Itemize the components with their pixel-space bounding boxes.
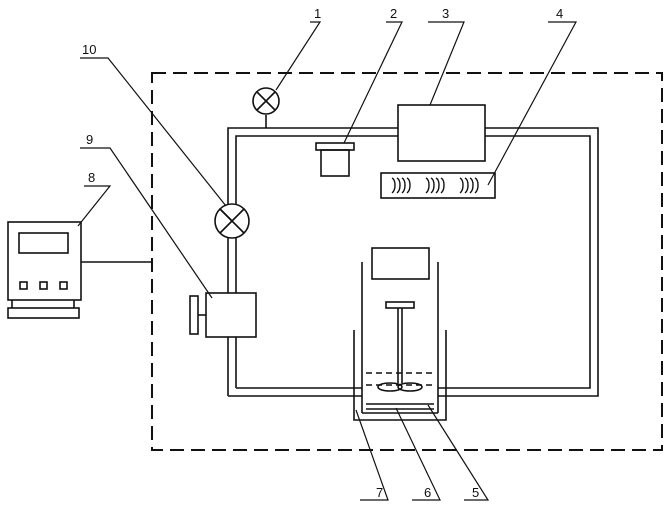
pump: [190, 293, 256, 337]
label-1: 1: [314, 6, 321, 21]
label-9: 9: [86, 132, 93, 147]
label-4: 4: [556, 6, 563, 21]
heater-coil: [460, 178, 478, 193]
heater-coils: [381, 173, 495, 198]
heater-coil: [392, 178, 410, 193]
label-3: 3: [442, 6, 449, 21]
label-5: 5: [472, 485, 479, 500]
sensor-block: [316, 143, 354, 176]
label-6: 6: [424, 485, 431, 500]
valve: [215, 204, 249, 238]
pressure-gauge: [253, 88, 279, 128]
inline-unit-box: [398, 105, 485, 161]
label-7: 7: [376, 485, 383, 500]
label-8: 8: [88, 170, 95, 185]
label-10: 10: [82, 42, 96, 57]
reactor-vessel: [354, 248, 446, 420]
controller-unit: [8, 222, 152, 318]
label-2: 2: [390, 6, 397, 21]
heater-coil: [426, 178, 444, 193]
